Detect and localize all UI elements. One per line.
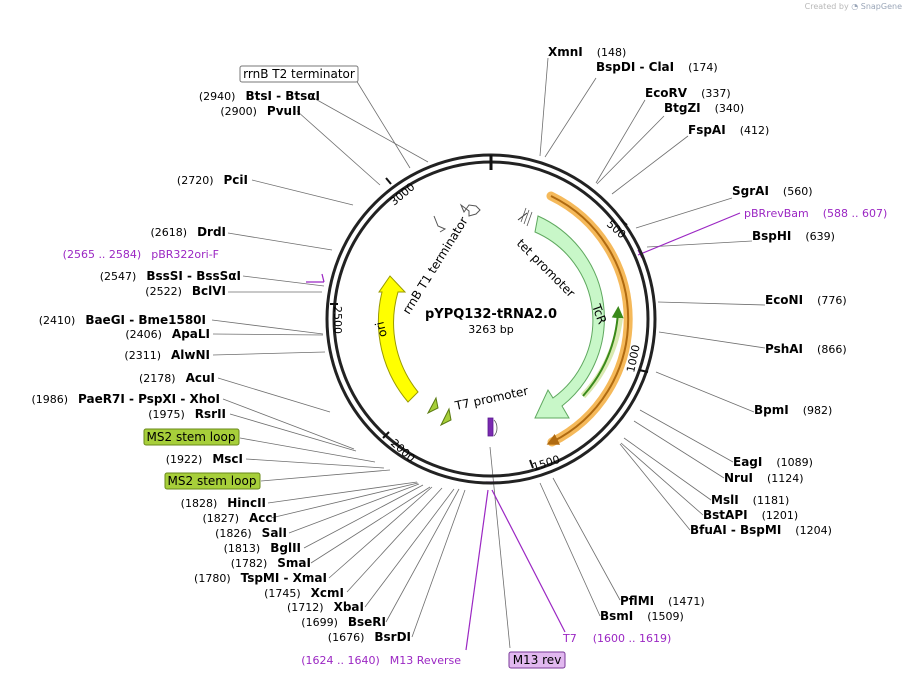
site-label[interactable]: (2406)ApaLI xyxy=(125,327,210,341)
site-label[interactable]: BpmI(982) xyxy=(754,403,832,417)
credit-prefix: Created by xyxy=(804,2,849,11)
site-label[interactable]: (2178)AcuI xyxy=(139,371,215,385)
leader-lines xyxy=(211,57,766,649)
rrnb-t2-terminator-label: rrnB T2 terminator xyxy=(243,67,355,81)
snapgene-credit: Created by ◔ SnapGene xyxy=(805,2,902,11)
credit-brand: SnapGene xyxy=(860,2,902,11)
site-label[interactable]: (1986)PaeR7I - PspXI - XhoI xyxy=(31,392,220,406)
primer-label[interactable]: pBRrevBam(588 .. 607) xyxy=(744,207,887,220)
plasmid-size: 3263 bp xyxy=(468,323,513,336)
left-labels: (2940)BtsI - BtsαI (2900)PvuII (2720)Pci… xyxy=(31,89,461,667)
rrnb-t2-terminator-glyph xyxy=(459,203,481,217)
site-label[interactable]: (2618)DrdI xyxy=(150,225,226,239)
tcr-label: TcR xyxy=(589,301,609,326)
site-label[interactable]: (2522)BclVI xyxy=(145,284,226,298)
site-label[interactable]: PflMI(1471) xyxy=(620,594,705,608)
ms2-stem-loop-label-b: MS2 stem loop xyxy=(168,474,257,488)
ms2-stem-loop-label-a: MS2 stem loop xyxy=(147,430,236,444)
brown-direction-arrow xyxy=(546,195,630,445)
site-label[interactable]: BspDI - ClaI(174) xyxy=(596,60,718,74)
site-label[interactable]: (1827)AccI xyxy=(202,511,277,525)
site-label[interactable]: BspHI(639) xyxy=(752,229,835,243)
tick-label: 2500 xyxy=(331,306,344,334)
site-label[interactable]: (2940)BtsI - BtsαI xyxy=(199,89,320,103)
site-label[interactable]: (1780)TspMI - XmaI xyxy=(194,571,327,585)
site-label[interactable]: (1828)HincII xyxy=(181,496,266,510)
site-label[interactable]: FspAI(412) xyxy=(688,123,769,137)
tcr-feature-arrow[interactable] xyxy=(534,215,605,419)
plasmid-name: pYPQ132-tRNA2.0 xyxy=(425,307,557,322)
snapgene-logo-icon: ◔ xyxy=(851,2,859,11)
site-label[interactable]: BfuAI - BspMI(1204) xyxy=(690,523,832,537)
site-label[interactable]: BtgZI(340) xyxy=(664,101,744,115)
site-label[interactable]: (1826)SalI xyxy=(215,526,287,540)
site-label[interactable]: (1813)BglII xyxy=(224,541,301,555)
site-label[interactable]: (2720)PciI xyxy=(177,173,248,187)
site-label[interactable]: (1745)XcmI xyxy=(264,586,344,600)
green-direction-arrow xyxy=(582,306,624,397)
t7-promoter-label: T7 promoter xyxy=(453,384,530,413)
ms2-stem-loop-glyph-b[interactable] xyxy=(439,407,452,427)
site-label[interactable]: BstAPI(1201) xyxy=(703,508,798,522)
site-label[interactable]: EcoNI(776) xyxy=(765,293,847,307)
m13-rev-label: M13 rev xyxy=(513,653,562,667)
t7-promoter-glyph[interactable] xyxy=(487,417,494,437)
m13-rev-box[interactable]: M13 rev xyxy=(508,651,566,669)
site-label[interactable]: (1712)XbaI xyxy=(287,600,364,614)
tet-promoter-glyph xyxy=(517,207,533,227)
primer-label[interactable]: T7(1600 .. 1619) xyxy=(562,632,671,645)
site-label[interactable]: EcoRV(337) xyxy=(645,86,731,100)
rrnb-t2-terminator-box[interactable]: rrnB T2 terminator xyxy=(239,65,359,83)
site-label[interactable]: (1676)BsrDI xyxy=(328,630,411,644)
rrnb-t1-terminator-label: rrnB T1 terminator xyxy=(400,214,471,316)
ori-label: ori xyxy=(373,320,390,339)
ori-feature-arrow[interactable] xyxy=(377,275,419,403)
site-label[interactable]: XmnI(148) xyxy=(548,45,626,59)
site-label[interactable]: (2900)PvuII xyxy=(220,104,301,118)
site-label[interactable]: SgrAI(560) xyxy=(732,184,813,198)
site-label[interactable]: NruI(1124) xyxy=(724,471,804,485)
site-label[interactable]: (2311)AlwNI xyxy=(124,348,210,362)
site-label[interactable]: PshAI(866) xyxy=(765,342,847,356)
tick-label: 3000 xyxy=(388,180,418,208)
rrnb-t1-terminator-glyph xyxy=(433,215,447,233)
ms2-stem-loop-box-b[interactable]: MS2 stem loop xyxy=(164,472,261,490)
site-label[interactable]: (1782)SmaI xyxy=(231,556,311,570)
ms2-stem-loop-glyph-a[interactable] xyxy=(426,396,439,415)
primer-label[interactable]: (1624 .. 1640)M13 Reverse xyxy=(301,654,461,667)
site-label[interactable]: (1699)BseRI xyxy=(301,615,386,629)
ms2-stem-loop-box-a[interactable]: MS2 stem loop xyxy=(143,428,240,446)
site-label[interactable]: (1922)MscI xyxy=(166,452,243,466)
site-label[interactable]: (2410)BaeGI - Bme1580I xyxy=(39,313,206,327)
primer-label[interactable]: (2565 .. 2584)pBR322ori-F xyxy=(63,248,219,261)
right-labels: XmnI(148) BspDI - ClaI(174) EcoRV(337) B… xyxy=(548,45,887,645)
site-label[interactable]: (1975)RsrII xyxy=(148,407,226,421)
site-label[interactable]: MslI(1181) xyxy=(711,493,789,507)
site-label[interactable]: BsmI(1509) xyxy=(600,609,684,623)
site-label[interactable]: EagI(1089) xyxy=(733,455,813,469)
site-label[interactable]: (2547)BssSI - BssSαI xyxy=(100,269,241,283)
